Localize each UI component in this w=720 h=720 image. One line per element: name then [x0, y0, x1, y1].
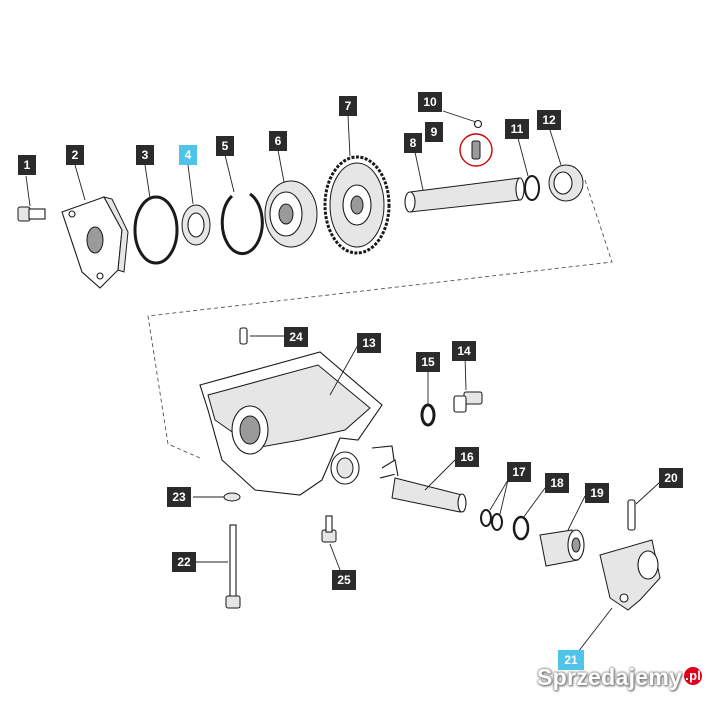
part-lever-arm	[599, 539, 661, 611]
part-cover-plate	[61, 196, 129, 289]
callout-16-number: 16	[460, 450, 474, 464]
callout-24: 24	[284, 327, 308, 347]
callout-8: 8	[404, 133, 422, 153]
callout-23: 23	[167, 487, 191, 507]
callout-15: 15	[416, 352, 440, 372]
callout-2: 2	[66, 145, 84, 165]
callout-20-number: 20	[664, 471, 678, 485]
callout-24-number: 24	[289, 330, 303, 344]
part-seal	[181, 204, 211, 246]
callout-8-number: 8	[410, 136, 417, 150]
part-small-washer	[223, 492, 241, 502]
callout-9-number: 9	[431, 125, 438, 139]
watermark-text: Sprzedajemy	[537, 664, 683, 690]
callout-11: 11	[505, 119, 529, 139]
part-washer	[420, 403, 436, 427]
callout-20: 20	[659, 468, 683, 488]
leader-lines	[25, 110, 661, 653]
part-dowel-pin	[239, 327, 248, 345]
callout-17: 17	[507, 462, 531, 482]
callout-13: 13	[357, 333, 381, 353]
part-spring	[459, 133, 493, 167]
callout-22: 22	[172, 552, 196, 572]
callout-21-number: 21	[564, 653, 578, 667]
callout-17-number: 17	[512, 465, 526, 479]
part-gear	[323, 155, 391, 255]
callout-3-number: 3	[142, 148, 149, 162]
assembly-guide-line	[147, 179, 613, 459]
callout-2-number: 2	[72, 148, 79, 162]
part-lever-shaft	[381, 459, 467, 513]
part-roll-pin	[627, 499, 636, 531]
callout-5: 5	[216, 136, 234, 156]
callout-1-number: 1	[24, 158, 31, 172]
callout-4: 4	[179, 145, 197, 165]
callout-18: 18	[545, 473, 569, 493]
part-circlip	[524, 175, 540, 201]
callout-23-number: 23	[172, 490, 186, 504]
callout-7: 7	[339, 96, 357, 116]
callout-25-number: 25	[337, 573, 351, 587]
watermark-logo: Sprzedajemy.pl	[537, 664, 703, 691]
part-bearing	[264, 180, 318, 248]
callout-5-number: 5	[222, 139, 229, 153]
part-small-bearing	[548, 164, 584, 202]
callout-18-number: 18	[550, 476, 564, 490]
callout-21: 21	[558, 650, 584, 670]
part-ring	[512, 515, 530, 541]
part-long-bolt	[225, 524, 241, 609]
callout-4-number: 4	[185, 148, 192, 162]
part-short-bolt	[321, 515, 337, 543]
callout-16: 16	[455, 447, 479, 467]
callout-25: 25	[332, 570, 356, 590]
callout-12: 12	[537, 110, 561, 130]
callout-12-number: 12	[542, 113, 556, 127]
callout-13-number: 13	[362, 336, 376, 350]
part-bushing	[539, 529, 585, 567]
callout-10-number: 10	[423, 95, 437, 109]
part-bolt	[17, 206, 46, 222]
part-housing	[199, 351, 397, 496]
callout-1: 1	[18, 155, 36, 175]
callout-7-number: 7	[345, 99, 352, 113]
part-plug	[453, 391, 483, 413]
callout-labels: 1 2 3 4 5 6 7 8 9 10 11 12 13 14 15 16 1…	[18, 92, 683, 670]
callout-15-number: 15	[421, 355, 435, 369]
part-o-ring	[133, 195, 179, 265]
callout-14-number: 14	[457, 344, 471, 358]
callout-19-number: 19	[590, 486, 604, 500]
part-ball	[473, 119, 483, 129]
callout-9: 9	[425, 122, 443, 142]
callout-22-number: 22	[177, 555, 191, 569]
callout-19: 19	[585, 483, 609, 503]
part-o-rings	[480, 509, 503, 531]
callout-3: 3	[136, 145, 154, 165]
callout-6: 6	[269, 131, 287, 151]
part-snap-ring	[220, 192, 264, 256]
callout-6-number: 6	[275, 134, 282, 148]
part-shaft	[404, 177, 525, 213]
callout-14: 14	[452, 341, 476, 361]
callout-11-number: 11	[511, 122, 524, 136]
watermark-suffix: .pl	[684, 667, 703, 685]
callout-10: 10	[418, 92, 442, 112]
